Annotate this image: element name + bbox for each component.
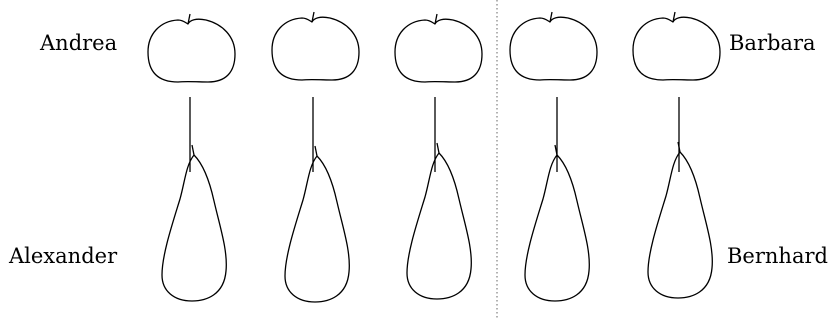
pear-shape [648,142,712,298]
pear-shape [162,145,226,301]
pair-3 [395,14,482,299]
label-alexander: Alexander [9,246,117,267]
pair-1 [148,14,235,301]
pair-4 [510,12,597,301]
label-barbara: Barbara [729,33,816,54]
pair-2 [272,12,359,302]
apple-shape [395,14,482,82]
pear-shape [407,143,471,299]
label-andrea: Andrea [40,33,117,54]
pair-5 [633,12,720,298]
apple-shape [148,14,235,82]
label-bernhard: Bernhard [727,246,828,267]
apple-shape [272,12,359,80]
apple-shape [633,12,720,80]
pear-shape [285,146,349,302]
apple-shape [510,12,597,80]
